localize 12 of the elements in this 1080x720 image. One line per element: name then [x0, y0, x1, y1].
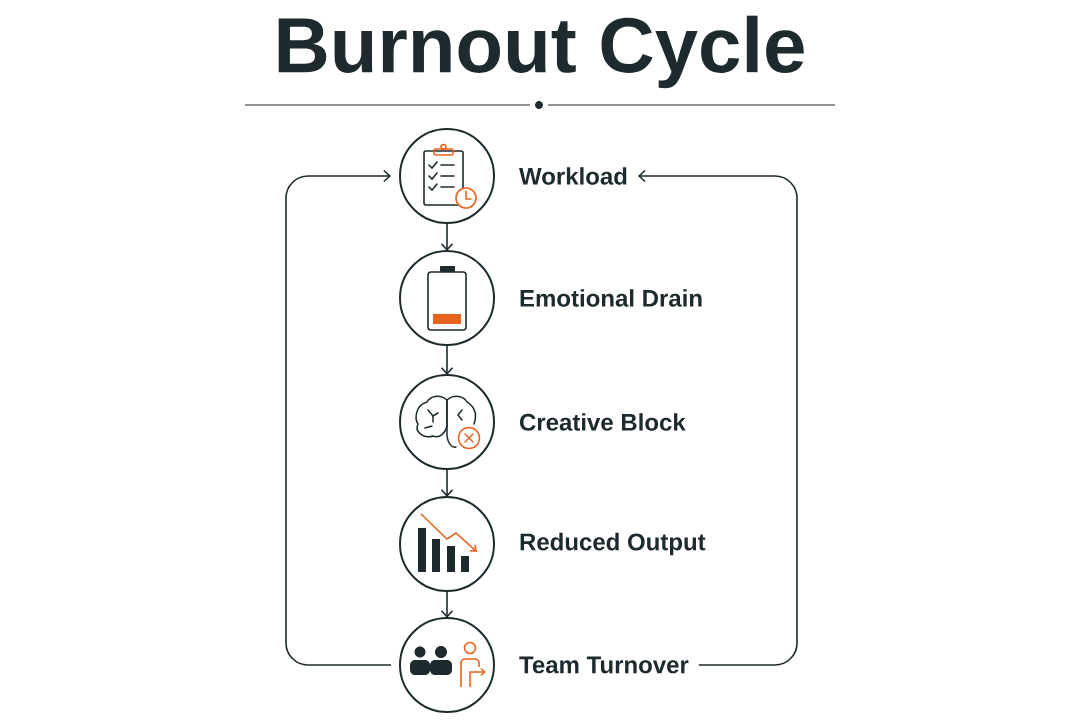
title: Burnout Cycle [278, 15, 804, 89]
step-label: Emotional Drain [520, 289, 702, 307]
arrow [440, 591, 454, 618]
step-label: Team Turnover [519, 656, 689, 674]
arrow [440, 345, 454, 375]
arrow [440, 469, 454, 497]
arrow [637, 169, 798, 666]
arrow [440, 223, 454, 251]
arrow [285, 169, 392, 666]
step-label: Workload [519, 167, 627, 185]
step-label: Reduced Output [520, 532, 706, 556]
step-label: Creative Block [520, 413, 686, 431]
